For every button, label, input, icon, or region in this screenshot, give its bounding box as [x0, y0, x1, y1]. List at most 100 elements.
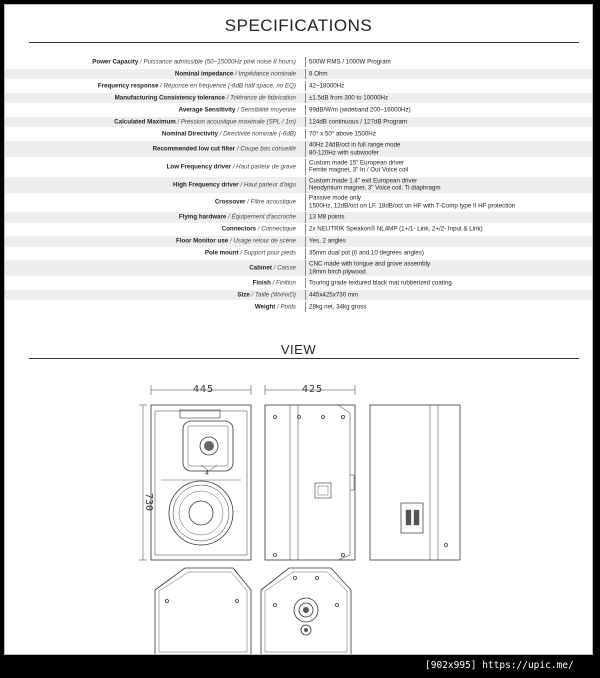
spec-value: ±1.5dB from 300 to 10000Hz [309, 94, 388, 101]
spec-label: Power Capacity / Puissance admissible (5… [92, 58, 296, 66]
view-rule [29, 358, 579, 359]
svg-text:4: 4 [205, 470, 209, 477]
spec-row: Nominal impedance / Impédance nominale 8 … [5, 69, 592, 80]
spec-label-en: Floor Monitor use [175, 237, 229, 245]
spec-label-en: Average Sensitivity [178, 106, 236, 114]
spec-value: Yes, 2 angles [309, 238, 346, 245]
width-dimension: 445 [193, 384, 214, 395]
front-view-drawing: 445 730 4 [139, 384, 252, 561]
bottom-view-drawing [260, 567, 352, 654]
title-rule [29, 42, 579, 43]
spec-value-line: 445x425x730 mm [309, 291, 359, 299]
spec-sheet: SPECIFICATIONS Power Capacity / Puissanc… [4, 4, 593, 655]
spec-value: 8 Ohm [309, 70, 328, 77]
spec-label: Floor Monitor use / Usage retour de scèn… [175, 237, 296, 245]
spec-value-line: 42~18000Hz [309, 82, 345, 90]
spec-row: Manufacturing Consistency tolerance / To… [5, 93, 592, 104]
spec-label: Pole mount / Support pour pieds [204, 249, 296, 257]
spec-row: High Frequency driver / Haut parleur d'a… [5, 176, 592, 193]
spec-value: 35mm dual pot (0 and 10 degrees angles) [309, 250, 424, 257]
spec-label: Cabinet / Caisse [249, 264, 296, 272]
spec-value-line: 500W RMS / 1000W Program [309, 58, 391, 66]
spec-value-line: 40Hz 24dB/oct in full range mode [309, 141, 401, 149]
side-view-drawing: 425 [264, 384, 356, 561]
watermark: [902x995] https://upic.me/ [425, 660, 574, 671]
spec-label: Recommended low cut filter / Coupe bas c… [152, 145, 296, 153]
spec-value: 42~18000Hz [309, 82, 344, 89]
specifications-title: SPECIFICATIONS [224, 16, 373, 35]
spec-label: Connectors / Connectique [221, 225, 296, 233]
spec-label-en: Pole mount [204, 249, 239, 257]
spec-label-en: Connectors [221, 225, 257, 233]
speaker-drawings: 445 730 4 425 [139, 384, 461, 654]
spec-value-line: 124dB continuous / 127dB Program [309, 118, 408, 126]
spec-label-en: Flying hardware [178, 213, 227, 221]
spec-value-line: Passive mode only [309, 195, 361, 203]
rear-side-view-drawing [369, 404, 461, 561]
spec-row: Weight / Poids 28kg net, 34kg gross [5, 302, 592, 313]
depth-dimension: 425 [302, 384, 323, 395]
spec-label-en: Manufacturing Consistency tolerance [114, 94, 225, 102]
view-title: VIEW [280, 342, 317, 357]
spec-label-en: Calculated Maximum [114, 118, 176, 126]
spec-value: 500W RMS / 1000W Program [309, 58, 391, 65]
spec-label-fr: Caisse [277, 264, 296, 272]
spec-value-line: 99dB/W/m (wideband 200~16000Hz) [309, 106, 411, 114]
spec-label-fr: Sensibilité moyenne [240, 106, 296, 114]
spec-label: Calculated Maximum / Pression acoustique… [114, 118, 296, 126]
spec-label-fr: Haut parleur d'aigu [243, 180, 296, 188]
top-view-drawing [154, 567, 252, 654]
spec-value-line: 35mm dual pot (0 and 10 degrees angles) [309, 249, 424, 257]
spec-row: Calculated Maximum / Pression acoustique… [5, 117, 592, 128]
spec-value-line: Custom made 15" European driver [309, 159, 405, 167]
spec-label: Manufacturing Consistency tolerance / To… [114, 94, 296, 102]
spec-label-fr: Support pour pieds [243, 249, 296, 257]
spec-label-en: Finish [252, 279, 271, 287]
spec-label-fr: Poids [280, 303, 296, 311]
spec-value-line: Neodymium magnet, 3" Voice coil, Ti diap… [309, 184, 441, 192]
spec-label-en: Power Capacity [92, 58, 139, 66]
spec-label: Low Frequency driver / Haut parleur de g… [166, 163, 296, 171]
spec-label-en: Crossover [214, 198, 246, 206]
spec-label-en: Low Frequency driver [166, 163, 231, 171]
spec-row: Floor Monitor use / Usage retour de scèn… [5, 236, 592, 247]
spec-value: 70° x 50° above 1500Hz [309, 130, 376, 137]
spec-row: Average Sensitivity / Sensibilité moyenn… [5, 105, 592, 116]
spec-label-fr: Tolérance de fabrication [230, 94, 296, 102]
spec-label-fr: Usage retour de scène [233, 237, 296, 245]
spec-label-fr: Directivité nominale (-6dB) [223, 130, 296, 138]
height-dimension: 730 [143, 493, 154, 511]
spec-label: Finish / Finition [252, 279, 296, 287]
spec-value: 124dB continuous / 127dB Program [309, 118, 407, 125]
spec-label-fr: Finition [276, 279, 296, 287]
spec-value-line: 13 M8 points [309, 213, 345, 221]
spec-value-line: 1500Hz, 12dB/oct on LF, 18dB/oct on HF w… [309, 202, 516, 210]
spec-value: 99dB/W/m (wideband 200~16000Hz) [309, 106, 411, 113]
spec-value-line: 80-120Hz with subwoofer [309, 149, 379, 157]
spec-value-line: 18mm birch plywood [309, 268, 366, 276]
spec-value-line: 70° x 50° above 1500Hz [309, 130, 376, 138]
spec-value-line: 2x NEUTRIK Speakon® NL4MP (1+/1- Link, 2… [309, 225, 483, 233]
spec-row: Size / Taille (WxHxD) 445x425x730 mm [5, 290, 592, 301]
spec-label-en: Recommended low cut filter [152, 145, 236, 153]
spec-label: Size / Taille (WxHxD) [237, 291, 296, 299]
spec-label: Nominal impedance / Impédance nominale [174, 70, 296, 78]
spec-label-en: Nominal Directivity [161, 130, 218, 138]
spec-row: Connectors / Connectique 2x NEUTRIK Speak… [5, 224, 592, 235]
spec-label: High Frequency driver / Haut parleur d'a… [173, 180, 296, 188]
spec-label-en: Size [237, 291, 250, 299]
spec-label-en: Frequency response [97, 82, 159, 90]
spec-label-en: Nominal impedance [174, 70, 234, 78]
spec-value-line: 28kg net, 34kg gross [309, 303, 367, 311]
spec-value-line: Yes, 2 angles [309, 237, 346, 245]
spec-row: Low Frequency driver / Haut parleur de g… [5, 158, 592, 175]
spec-label-en: Weight [254, 303, 276, 311]
spec-label-fr: Équipement d'accroche [231, 213, 296, 221]
spec-label: Weight / Poids [254, 303, 296, 311]
